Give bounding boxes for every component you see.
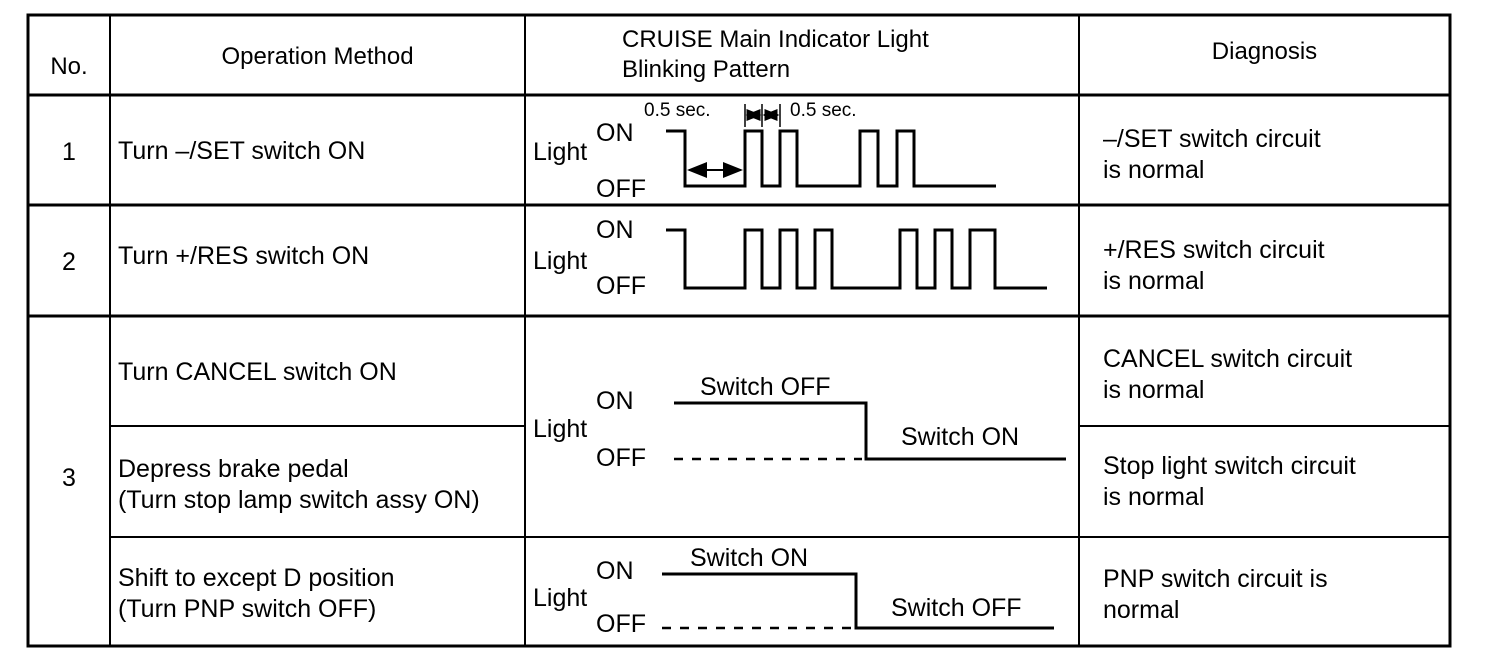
row-3c-diagnosis-line2: normal: [1103, 596, 1180, 624]
header-operation-method: Operation Method: [221, 43, 414, 70]
row-3-on-label: ON: [596, 387, 634, 415]
row-3-shared-waveform: Light ON OFF Switch OFF Switch ON: [533, 373, 1066, 472]
row-3c-light-label: Light: [533, 584, 587, 612]
row-3a-diagnosis-line1: CANCEL switch circuit: [1103, 345, 1353, 373]
row-2-diagnosis-line1: +/RES switch circuit: [1103, 236, 1325, 264]
row-3-switch-off-label: Switch OFF: [700, 373, 831, 401]
row-3-signal-line: [674, 401, 1066, 461]
row-3-switch-on-label: Switch ON: [901, 423, 1019, 451]
row-3b-diagnosis-line1: Stop light switch circuit: [1103, 452, 1356, 480]
row-1-diagnosis-line2: is normal: [1103, 156, 1205, 184]
row-3a-diagnosis-line2: is normal: [1103, 376, 1205, 404]
row-3b-diagnosis-line2: is normal: [1103, 483, 1205, 511]
row-3c-operation-line1: Shift to except D position: [118, 564, 395, 592]
row-3b-operation-line1: Depress brake pedal: [118, 455, 349, 483]
row-1-light-label: Light: [533, 138, 587, 166]
header-no: No.: [50, 53, 88, 80]
row-1-diagnosis-line1: –/SET switch circuit: [1103, 125, 1321, 153]
row-3c-on-label: ON: [596, 557, 634, 585]
row-2-number: 2: [62, 248, 76, 276]
row-1-signal-line: [666, 129, 996, 188]
row-1-operation: Turn –/SET switch ON: [118, 137, 366, 165]
row-1-timing-label-a: 0.5 sec.: [644, 100, 711, 121]
row-1-waveform: Light ON OFF 0.5 sec. 0.5 sec.: [533, 100, 996, 203]
row-3c-off-label: OFF: [596, 610, 646, 638]
row-3c-operation-line2: (Turn PNP switch OFF): [118, 595, 377, 623]
row-3c-switch-on-label: Switch ON: [690, 544, 808, 572]
header-pattern-line2: Blinking Pattern: [622, 56, 791, 83]
header-diagnosis: Diagnosis: [1211, 38, 1318, 65]
row-2-waveform: Light ON OFF: [533, 216, 1047, 300]
row-1-number: 1: [62, 138, 76, 166]
row-3c-signal-line: [662, 572, 1054, 630]
row-2-signal-line: [666, 228, 1047, 290]
row-3c-diagnosis-line1: PNP switch circuit is: [1103, 565, 1328, 593]
header-pattern-line1: CRUISE Main Indicator Light: [622, 26, 929, 53]
row-3b-operation-line2: (Turn stop lamp switch assy ON): [118, 486, 480, 514]
row-1-timing-label-b: 0.5 sec.: [790, 100, 857, 121]
row-1-off-label: OFF: [596, 175, 646, 203]
row-3a-operation: Turn CANCEL switch ON: [118, 358, 397, 386]
row-2-off-label: OFF: [596, 272, 646, 300]
row-3c-switch-off-label: Switch OFF: [891, 594, 1022, 622]
row-3-off-label: OFF: [596, 444, 646, 472]
row-3-number: 3: [62, 464, 76, 492]
row-2-light-label: Light: [533, 247, 587, 275]
row-3-pnp-waveform: Light ON OFF Switch ON Switch OFF: [533, 544, 1054, 638]
row-2-on-label: ON: [596, 216, 634, 244]
row-3-light-label: Light: [533, 415, 587, 443]
row-1-on-label: ON: [596, 119, 634, 147]
row-2-operation: Turn +/RES switch ON: [118, 242, 370, 270]
row-2-diagnosis-line2: is normal: [1103, 267, 1205, 295]
